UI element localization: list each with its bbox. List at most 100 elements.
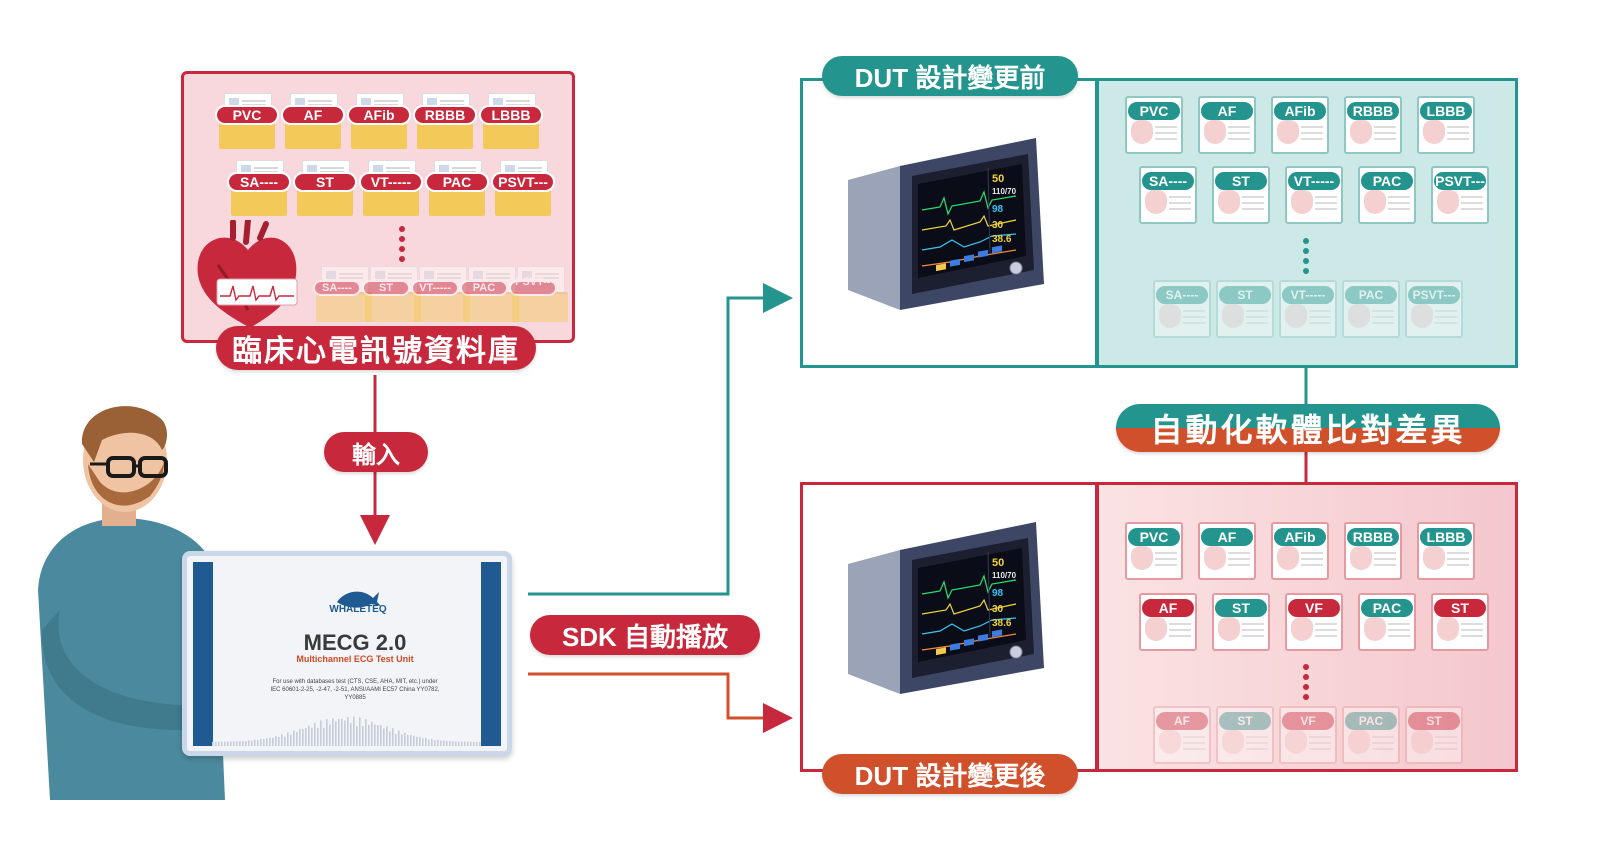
heart-icon — [1348, 730, 1370, 754]
waveform-bar — [449, 740, 451, 746]
waveform-bar — [233, 741, 235, 746]
folder-pocket — [414, 292, 470, 322]
folder-label: AFib — [347, 105, 411, 125]
device-subtitle: Multichannel ECG Test Unit — [296, 654, 414, 664]
card-lines — [1155, 552, 1177, 554]
heart-icon — [1277, 546, 1299, 570]
waveform-bar — [365, 719, 367, 746]
card-label: LBBB — [1420, 528, 1472, 546]
waveform-bar — [311, 727, 313, 746]
folder-label: LBBB — [479, 105, 543, 125]
waveform-bar — [479, 741, 481, 746]
database-folder: RBBB — [413, 93, 477, 149]
card-lines — [1301, 552, 1323, 554]
waveform-bar — [296, 731, 298, 746]
card-label: LBBB — [1420, 102, 1472, 120]
folder-label: ST — [293, 172, 357, 192]
monitor-readout: 50 — [992, 557, 1004, 569]
heart-icon — [1350, 120, 1372, 144]
monitor-readout: 98 — [992, 588, 1004, 599]
folder-label: PVC — [215, 105, 279, 125]
card-lines — [1246, 736, 1268, 738]
waveform-bar — [215, 741, 217, 746]
database-folder: VT----- — [359, 160, 423, 216]
continuation-dots-before — [1303, 238, 1309, 278]
card-lines — [1228, 552, 1250, 554]
waveform-bar — [359, 717, 361, 746]
card-label: PAC — [1345, 286, 1397, 304]
waveform-bar — [314, 722, 316, 746]
heart-icon — [1218, 190, 1240, 214]
waveform-bar — [323, 727, 325, 746]
card-label: SA---- — [1142, 172, 1194, 190]
waveform-bar — [461, 741, 463, 746]
folder-label: VT----- — [411, 280, 459, 296]
waveform-bar — [293, 730, 295, 746]
folder-label: VT----- — [359, 172, 423, 192]
waveform-bar — [422, 738, 424, 746]
result-card: RBBB — [1344, 522, 1402, 580]
waveform-bar — [224, 741, 226, 746]
waveform-bar — [386, 726, 388, 746]
heart-icon — [1131, 546, 1153, 570]
card-body — [1216, 280, 1274, 338]
heart-icon — [1423, 120, 1445, 144]
ecg-strip-icon — [216, 278, 298, 306]
waveform-bar — [227, 741, 229, 746]
card-lines — [1301, 126, 1323, 128]
result-card: SA---- — [1153, 280, 1211, 338]
heart-icon — [1291, 190, 1313, 214]
heart-icon — [1411, 730, 1433, 754]
waveform-bar — [317, 728, 319, 746]
card-body — [1342, 706, 1400, 764]
heart-icon — [1159, 304, 1181, 328]
waveform-bar — [446, 740, 448, 746]
waveform-bar — [353, 716, 355, 746]
waveform-bar — [275, 736, 277, 746]
result-card: AFib — [1271, 522, 1329, 580]
auto-compare-label: 自動化軟體比對差異 — [1116, 404, 1500, 452]
monitor-readout: 110/70 — [992, 187, 1017, 196]
waveform-bar — [278, 737, 280, 746]
database-folder: PAC — [460, 266, 519, 322]
waveform-bar — [419, 736, 421, 746]
waveform-bar — [374, 724, 376, 746]
waveform-bar — [428, 739, 430, 746]
waveform-bar — [470, 741, 472, 746]
card-lines — [1155, 126, 1177, 128]
heart-icon — [1218, 617, 1240, 641]
folder-paper — [517, 266, 565, 304]
result-card: RBBB — [1344, 96, 1402, 154]
heart-icon — [1222, 304, 1244, 328]
result-card: PVC — [1125, 96, 1183, 154]
card-label: VT----- — [1282, 286, 1334, 304]
dut-before-title: DUT 設計變更前 — [822, 56, 1078, 96]
result-card: SA---- — [1139, 166, 1197, 224]
card-lines — [1309, 310, 1331, 312]
card-label: AF — [1201, 528, 1253, 546]
waveform-bar — [329, 724, 331, 746]
waveform-bar — [218, 741, 220, 746]
heart-icon — [1437, 190, 1459, 214]
card-lines — [1372, 310, 1394, 312]
waveform-bar — [398, 730, 400, 746]
card-label: AFib — [1274, 528, 1326, 546]
result-card: LBBB — [1417, 96, 1475, 154]
card-lines — [1435, 736, 1457, 738]
waveform-bar — [452, 741, 454, 746]
waveform-bar — [257, 740, 259, 746]
device-left-strip — [193, 562, 213, 746]
waveform-bar — [434, 740, 436, 746]
folder-pocket — [316, 292, 372, 322]
device-brand: WHALETEQ — [329, 604, 387, 615]
card-lines — [1374, 126, 1396, 128]
heart-icon — [1145, 617, 1167, 641]
waveform-bar — [347, 717, 349, 746]
folder-label: PAC — [425, 172, 489, 192]
monitor-readout: 50 — [992, 173, 1004, 185]
heart-icon — [1291, 617, 1313, 641]
monitor-readout: 110/70 — [992, 571, 1017, 580]
card-lines — [1374, 552, 1396, 554]
